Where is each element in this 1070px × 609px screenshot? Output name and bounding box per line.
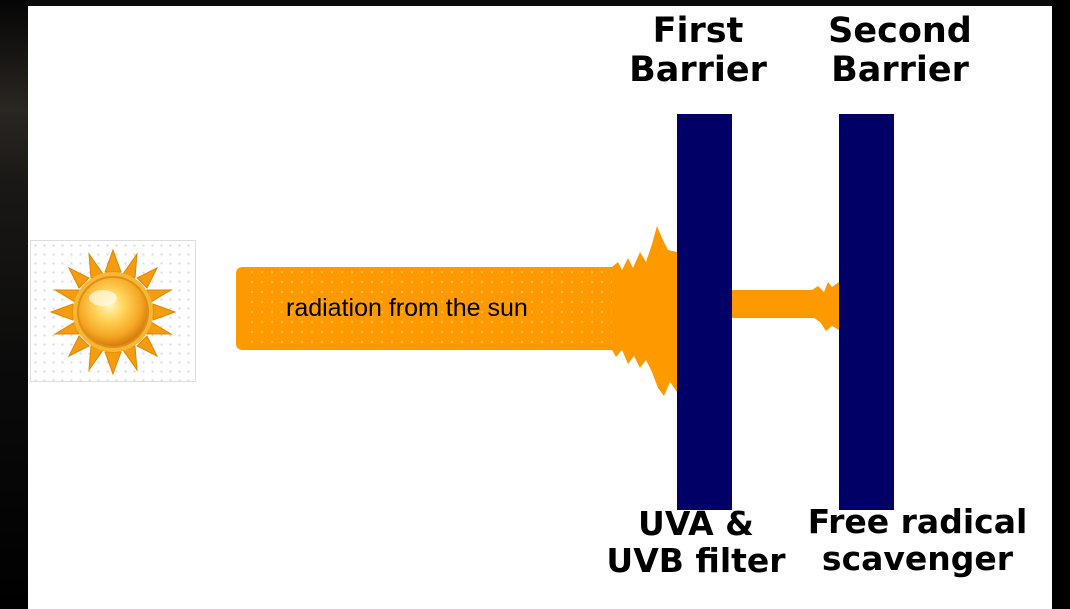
- first-barrier-function: UVA & UVB filter: [606, 504, 786, 580]
- screen-border-left: [0, 0, 28, 609]
- sun-icon: [30, 240, 196, 382]
- attenuated-radiation-beam: [732, 282, 839, 331]
- first-barrier: [677, 114, 732, 510]
- second-barrier-function: Free radical scavenger: [807, 502, 1028, 578]
- screen-border-top: [0, 0, 1070, 6]
- second-barrier-title: Second Barrier: [828, 11, 972, 91]
- radiation-label: radiation from the sun: [286, 294, 528, 322]
- second-barrier: [839, 114, 894, 510]
- first-barrier-title: First Barrier: [629, 11, 767, 91]
- screen-border-right: [1052, 0, 1070, 609]
